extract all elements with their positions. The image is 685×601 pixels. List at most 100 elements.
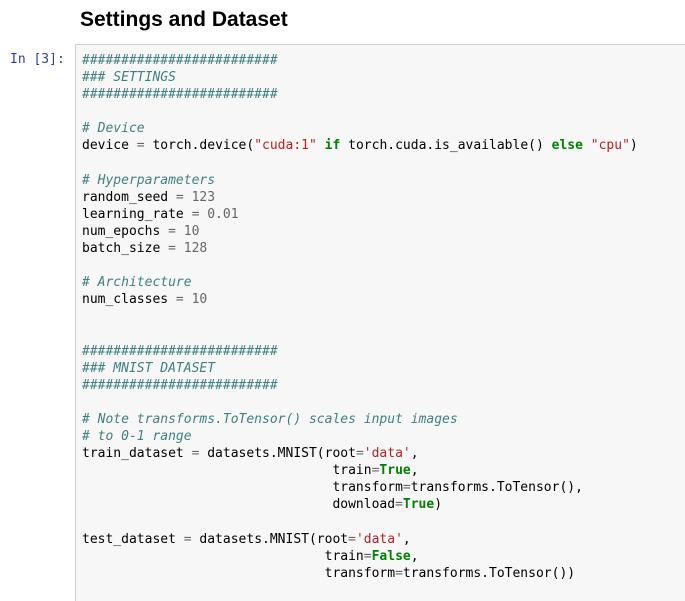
code-line: device = torch.device("cuda:1" if torch.… [82,137,638,154]
code-token [583,138,591,153]
code-editor[interactable]: ############################ SETTINGS###… [82,52,638,582]
code-string: "cpu" [590,138,630,154]
code-comment: # Device [82,121,145,137]
code-line: # to 0-1 range [82,428,638,445]
code-cell[interactable]: ############################ SETTINGS###… [75,44,685,601]
code-comment: ######################### [82,87,278,103]
code-token [176,241,184,256]
input-prompt: In [3]: [10,52,65,67]
code-token: download [82,497,396,513]
code-token: transform [82,565,396,581]
code-token: train [82,463,372,479]
code-token: = [395,565,403,581]
code-token [184,190,192,205]
code-token: torch.cuda.is_available() [340,138,552,154]
code-token: test_dataset [82,531,184,547]
code-line: train_dataset = datasets.MNIST(root='dat… [82,445,638,462]
code-token: random_seed [82,189,176,205]
code-line: transform=transforms.ToTensor(), [82,479,638,496]
code-token: = [191,446,200,462]
code-token: train [82,548,364,564]
code-line: batch_size = 128 [82,240,638,257]
code-token: = [136,138,145,154]
code-line [82,514,638,531]
code-token: = [395,497,403,513]
code-line [82,326,638,343]
code-token: datasets.MNIST(root [199,446,356,462]
code-comment: ### SETTINGS [82,70,176,86]
code-keyword: False [371,548,411,564]
code-line: train=False, [82,548,638,565]
code-token: = [183,531,192,547]
code-token: = [348,531,356,547]
code-token: = [402,480,411,496]
code-token: = [355,446,364,462]
code-line: ### SETTINGS [82,69,638,86]
code-token: 0.01 [207,206,239,222]
code-comment: # to 0-1 range [82,429,192,445]
code-token: transforms.ToTensor()) [402,565,576,581]
code-line: # Hyperparameters [82,172,638,189]
code-keyword: True [379,463,411,479]
code-line: ######################### [82,86,638,103]
code-token: = [371,463,380,479]
code-token: learning_rate [82,206,192,222]
code-token: datasets.MNIST(root [191,531,349,547]
code-token: , [402,531,411,547]
code-line: num_classes = 10 [82,291,638,308]
code-token: , [410,548,419,564]
code-line: download=True) [82,496,638,513]
code-token [317,138,325,153]
code-line: # Architecture [82,274,638,291]
code-line [82,155,638,172]
code-comment: # Architecture [82,275,192,291]
code-token: device [82,138,137,154]
code-token: = [363,548,372,564]
code-comment: # Hyperparameters [82,172,216,188]
code-token: transform [82,480,403,496]
code-token: num_epochs [82,223,169,239]
code-token: num_classes [82,292,176,308]
code-string: 'data' [363,446,411,462]
code-token: , [410,446,419,462]
code-token: = [168,223,176,239]
code-line [82,257,638,274]
code-line: ######################### [82,52,638,69]
code-token: = [168,241,176,257]
code-comment: ######################### [82,377,278,393]
code-keyword: True [402,497,435,513]
code-token: = [175,189,184,205]
code-line: random_seed = 123 [82,189,638,206]
code-line [82,394,638,411]
code-token: 123 [191,189,216,205]
section-heading: Settings and Dataset [80,8,288,31]
code-token: = [175,292,184,308]
code-token: 10 [183,223,200,239]
code-line: # Device [82,120,638,137]
code-line [82,103,638,120]
code-line: learning_rate = 0.01 [82,206,638,223]
code-string: "cuda:1" [254,138,317,154]
code-line: transform=transforms.ToTensor()) [82,565,638,582]
code-comment: # Note transforms.ToTensor() scales inpu… [82,411,458,427]
code-token: = [191,206,200,222]
code-comment: ######################### [82,53,278,68]
code-line: train=True, [82,462,638,479]
code-token: 128 [183,241,208,257]
code-token: train_dataset [82,446,192,462]
code-line: num_epochs = 10 [82,223,638,240]
code-comment: ######################### [82,343,278,359]
code-token: transforms.ToTensor(), [410,480,583,496]
code-line: test_dataset = datasets.MNIST(root='data… [82,531,638,548]
code-string: 'data' [355,531,403,547]
code-token: torch.device( [144,138,255,154]
code-line: ######################### [82,343,638,360]
code-token: 10 [191,292,208,308]
code-keyword: if [324,138,341,154]
code-comment: ### MNIST DATASET [82,360,216,376]
code-token [184,292,192,307]
code-keyword: else [551,138,583,154]
code-token [176,224,184,239]
code-line: ######################### [82,377,638,394]
code-line: # Note transforms.ToTensor() scales inpu… [82,411,638,428]
